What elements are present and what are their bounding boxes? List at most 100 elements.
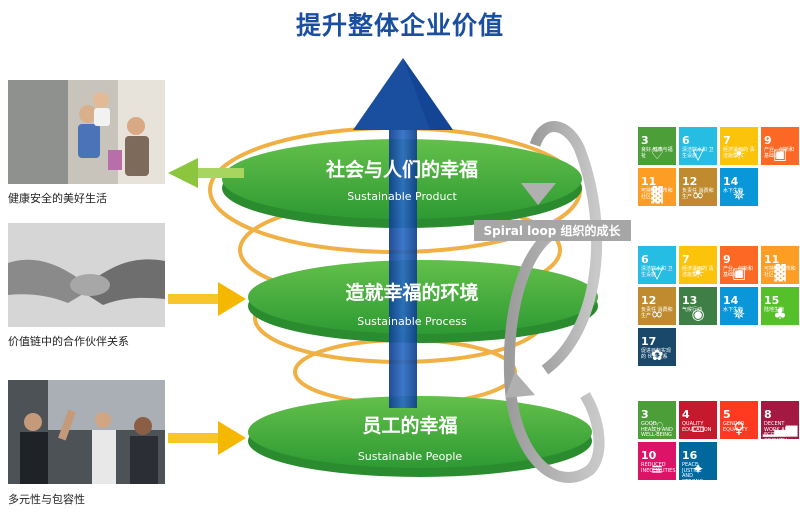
sdg-label: 水下生物 (723, 188, 744, 194)
photo-handshake (8, 223, 165, 327)
sdg-label: 清洁饮水和 卫生设施 (682, 147, 714, 159)
cubes-icon: ▣ (731, 264, 747, 282)
side-arrow-yellow-middle (168, 282, 246, 316)
sdg-label: 促进目标实现的 伙伴关系 (641, 348, 672, 360)
spiral-label-box (474, 220, 631, 241)
water-drop-icon: ▽ (651, 264, 663, 282)
book-icon: ▭ (690, 419, 706, 437)
side-arrow-yellow-bottom (168, 421, 246, 455)
level-2-title: 造就幸福的环境 (345, 281, 478, 304)
water-drop-icon: ▽ (692, 145, 704, 163)
level-1-subtitle: Sustainable Product (347, 190, 457, 203)
fish-icon: ✵ (732, 186, 746, 204)
gray-loop-lower (503, 224, 605, 483)
level-3-subtitle: Sustainable People (358, 450, 463, 463)
blue-growth-arrow (353, 58, 453, 408)
page-title: 提升整体企业价值 (295, 11, 504, 40)
sdg-number: 14 (723, 294, 739, 307)
sdg-number: 6 (641, 253, 649, 266)
infinity-icon: ∞ (691, 186, 705, 204)
sdg-label: 产业、创新和 基础设施 (723, 266, 754, 278)
sdg-number: 4 (682, 408, 690, 421)
city-icon: ▓ (651, 186, 663, 204)
gender-icon: ♀ (733, 419, 745, 437)
sdg-number: 7 (723, 134, 731, 147)
bar-chart-icon: ▁▃▅ (762, 419, 798, 437)
sdg-number: 12 (682, 175, 698, 188)
sdg-label: GOOD HEALTH AND WELL-BEING (641, 421, 673, 438)
sdg-label: 经济适用的 清洁能源 (682, 266, 714, 278)
sdg-label: 产业、创新和 基础设施 (764, 147, 795, 159)
sdg-label: DECENT WORK AND ECONOMIC GROWTH (764, 421, 793, 439)
sdg-label: 清洁饮水和 卫生设施 (641, 266, 673, 278)
photo-caption-team: 多元性与包容性 (8, 493, 85, 506)
equality-icon: ≡ (650, 460, 664, 478)
sdg-number: 3 (641, 134, 649, 147)
heartbeat-icon: ♡ (650, 419, 664, 437)
tree-icon: ♣ (773, 305, 787, 323)
sdg-label: 负责任 消费和生产 (682, 188, 714, 200)
spiral-label: Spiral loop 组织的成长 (483, 223, 621, 238)
side-arrow-green (168, 158, 244, 188)
sdg-number: 9 (764, 134, 772, 147)
sdg-number: 8 (764, 408, 772, 421)
sdg-number: 14 (723, 175, 739, 188)
gray-loop-arrowhead (521, 183, 556, 205)
sdg-number: 16 (682, 449, 698, 462)
sdg-label: 良好 健康与福祉 (641, 147, 673, 159)
sun-icon: ☀ (732, 145, 746, 163)
level-3-title: 员工的幸福 (362, 414, 457, 437)
gray-spiral-loop (503, 121, 605, 483)
sdg-label: 可持续 城市和社区 (641, 188, 673, 200)
city-icon: ▓ (774, 264, 786, 282)
fish-icon: ✵ (732, 305, 746, 323)
sdg-number: 11 (641, 175, 657, 188)
sdg-number: 15 (764, 294, 780, 307)
eye-globe-icon: ◉ (691, 305, 705, 323)
level-1-title: 社会与人们的幸福 (325, 158, 478, 181)
sdg-number: 3 (641, 408, 649, 421)
sdg-label: GENDER EQUALITY (723, 421, 748, 433)
photo-family (8, 80, 165, 184)
sdg-label: PEACE, JUSTICE AND STRONG INSTITUTIONS (682, 462, 703, 480)
sdg-number: 7 (682, 253, 690, 266)
gray-loop-arrowhead (505, 372, 535, 398)
gray-loop-upper (529, 121, 603, 375)
level-2-subtitle: Sustainable Process (357, 315, 467, 328)
sdg-number: 11 (764, 253, 780, 266)
photo-caption-family: 健康安全的美好生活 (8, 192, 107, 205)
sdg-label: 可持续 城市和社区 (764, 266, 796, 278)
sdg-number: 9 (723, 253, 731, 266)
heartbeat-icon: ♡ (650, 145, 664, 163)
sdg-label: 气候行动 (682, 307, 703, 313)
cubes-icon: ▣ (772, 145, 788, 163)
sdg-label: REDUCED INEQUALITIES (641, 462, 676, 474)
photo-team (8, 380, 165, 484)
sdg-number: 6 (682, 134, 690, 147)
sdg-label: QUALITY EDUCATION (682, 421, 712, 433)
sdg-number: 5 (723, 408, 731, 421)
sdg-number: 13 (682, 294, 698, 307)
dove-icon: ✦ (691, 460, 705, 478)
